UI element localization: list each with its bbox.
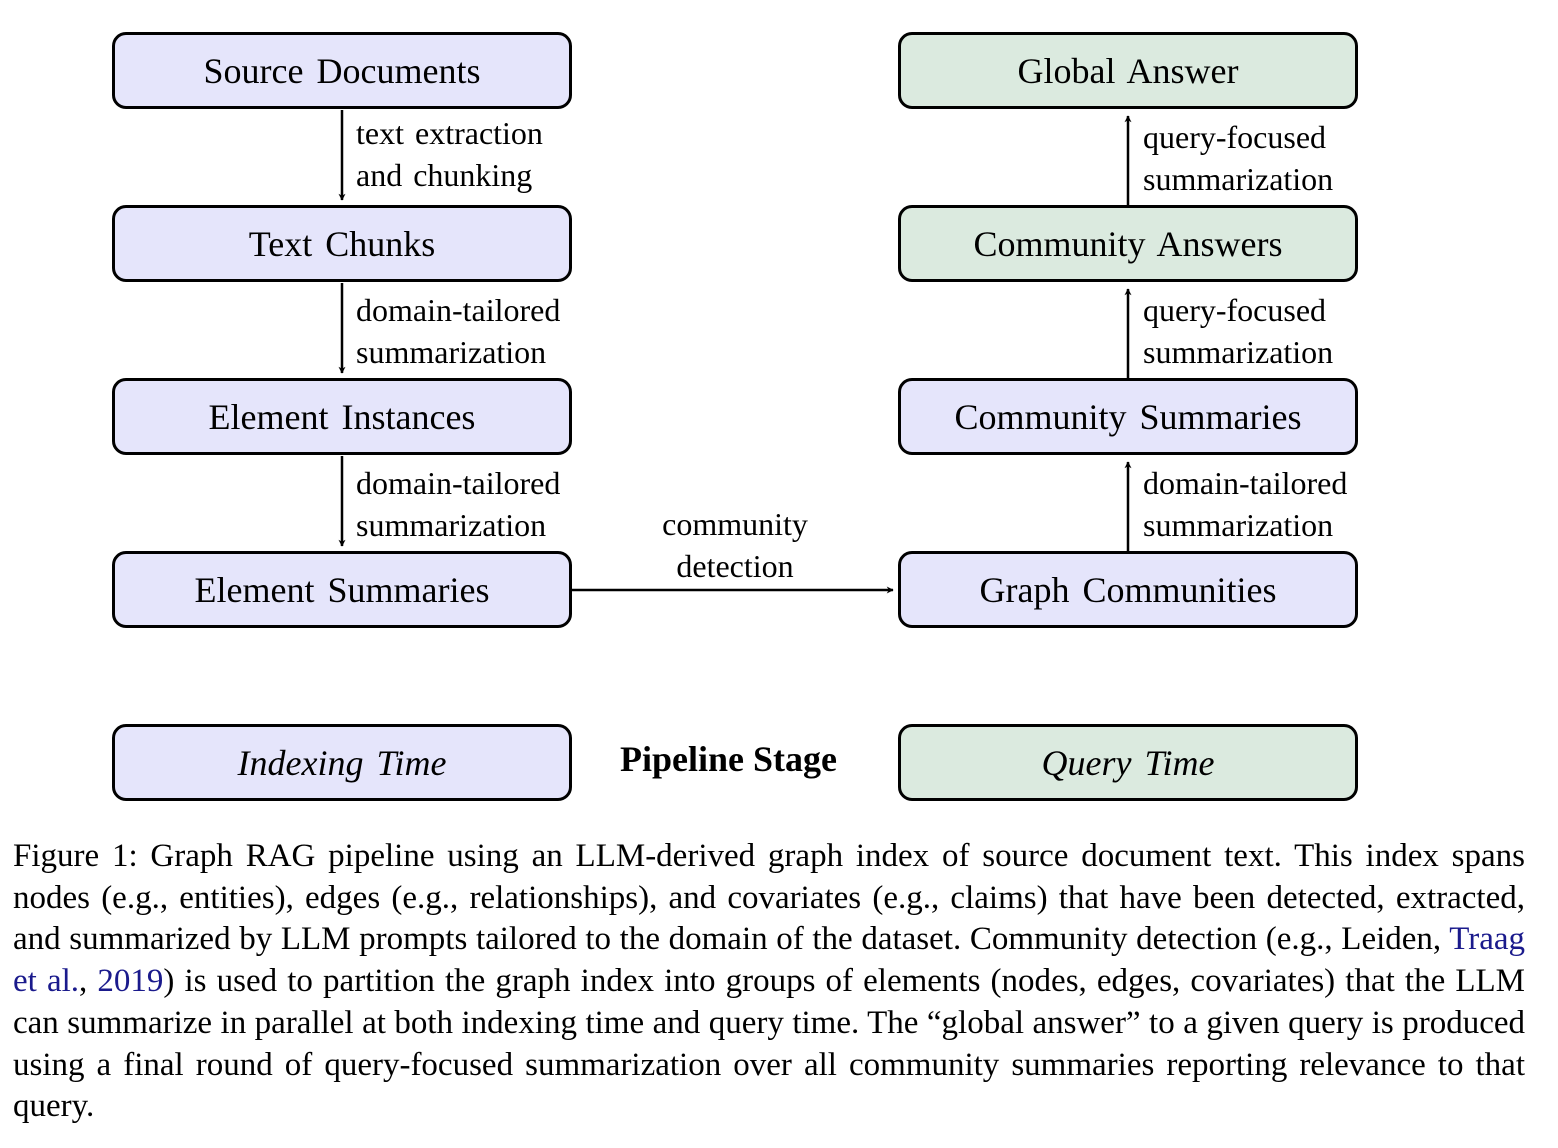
citation-year-link[interactable]: 2019: [97, 963, 164, 1000]
edge-label-line: domain-tailored: [356, 465, 561, 501]
edge-label-line: summarization: [1143, 334, 1334, 370]
edge-label-line: summarization: [356, 507, 547, 543]
caption-text: ) is used to partition the graph index i…: [13, 963, 1526, 1125]
edge-label-community-detection: community detection: [635, 503, 835, 587]
edge-label-line: summarization: [1143, 507, 1334, 543]
node-label: Community Answers: [973, 223, 1283, 264]
legend-pipeline-stage: Pipeline Stage: [620, 739, 837, 779]
edge-label-line: and chunking: [356, 157, 533, 193]
node-label: Community Summaries: [954, 396, 1302, 437]
node-label: Element Instances: [208, 396, 476, 437]
citation-author-link[interactable]: Traag et al.: [13, 921, 1525, 1000]
caption-text: ,: [79, 963, 98, 1000]
node-text-chunks: Text Chunks: [112, 205, 572, 282]
node-label: Text Chunks: [248, 223, 436, 264]
edge-label-line: text extraction: [356, 115, 543, 151]
edge-label-line: domain-tailored: [356, 292, 561, 328]
figure-caption: Figure 1: Graph RAG pipeline using an LL…: [13, 836, 1525, 1128]
node-community-summaries: Community Summaries: [898, 378, 1358, 455]
legend-label: Query Time: [1041, 742, 1215, 783]
node-label: Graph Communities: [979, 569, 1277, 610]
edge-label-line: query-focused: [1143, 292, 1327, 328]
edge-label-text-extraction: text extraction and chunking: [356, 112, 543, 196]
edge-label-domain-tailored-3: domain-tailored summarization: [1143, 462, 1347, 546]
edge-label-line: summarization: [1143, 161, 1334, 197]
caption-text: Figure 1: Graph RAG pipeline using an LL…: [13, 838, 1525, 958]
node-element-summaries: Element Summaries: [112, 551, 572, 628]
node-source-documents: Source Documents: [112, 32, 572, 109]
edge-label-line: community: [662, 506, 808, 542]
node-community-answers: Community Answers: [898, 205, 1358, 282]
legend-query-time: Query Time: [898, 724, 1358, 801]
legend-label: Indexing Time: [237, 742, 447, 783]
edge-label-line: summarization: [356, 334, 547, 370]
node-label: Element Summaries: [194, 569, 490, 610]
edge-label-domain-tailored-2: domain-tailored summarization: [356, 462, 560, 546]
edge-label-line: query-focused: [1143, 119, 1327, 155]
edge-label-line: domain-tailored: [1143, 465, 1348, 501]
edge-label-query-focused-1: query-focused summarization: [1143, 289, 1333, 373]
legend-indexing-time: Indexing Time: [112, 724, 572, 801]
node-global-answer: Global Answer: [898, 32, 1358, 109]
node-graph-communities: Graph Communities: [898, 551, 1358, 628]
edge-label-domain-tailored-1: domain-tailored summarization: [356, 289, 560, 373]
node-element-instances: Element Instances: [112, 378, 572, 455]
edge-label-line: detection: [676, 548, 794, 584]
node-label: Global Answer: [1017, 50, 1239, 91]
node-label: Source Documents: [203, 50, 481, 91]
edge-label-query-focused-2: query-focused summarization: [1143, 116, 1333, 200]
